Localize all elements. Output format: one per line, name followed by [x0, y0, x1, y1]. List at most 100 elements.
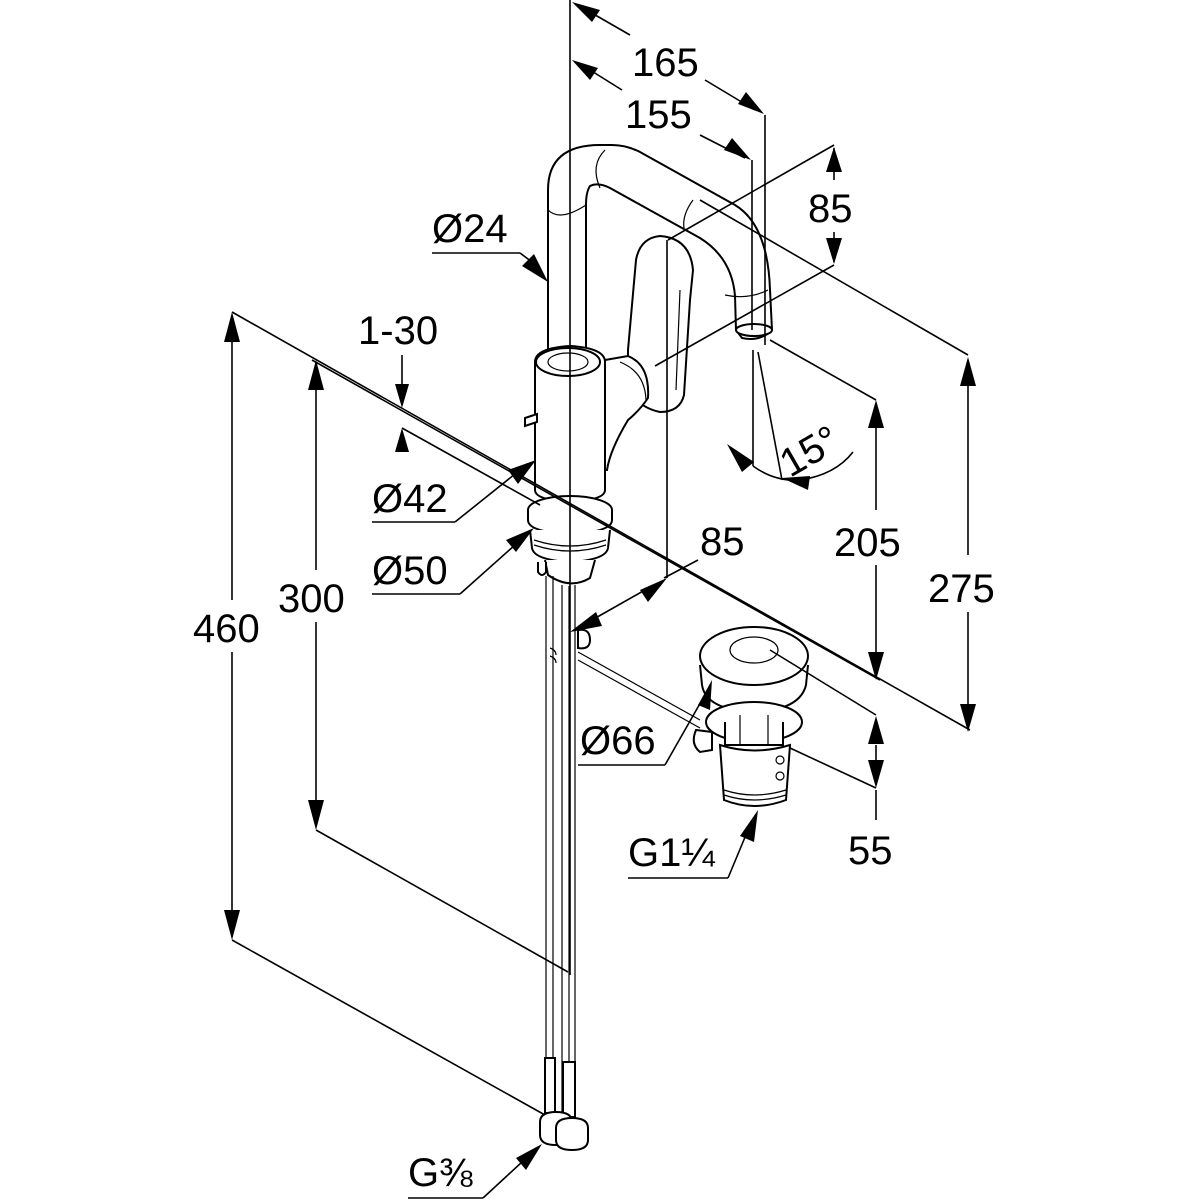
ext-300-top: [311, 359, 881, 681]
leader-66: [664, 699, 703, 766]
arrow-15-a: [727, 444, 754, 472]
aerator: [735, 323, 773, 337]
waste-cage: [724, 722, 784, 746]
waste-screw-2: [775, 771, 785, 781]
label-g114-frac: ¼: [681, 831, 715, 875]
label-d42: Ø42: [372, 477, 448, 521]
ext-55-top: [769, 649, 877, 716]
arrow-155-end: [724, 138, 751, 160]
label-300: 300: [278, 577, 345, 621]
dim-155-a: [589, 69, 623, 91]
label-1-30: 1-30: [358, 309, 438, 353]
label-275: 275: [928, 567, 995, 611]
waste-plug-top: [699, 626, 809, 686]
ext-300-bottom: [315, 829, 569, 973]
arrow-275-down: [960, 704, 976, 732]
hose-fitting-right: [562, 1061, 576, 1118]
label-460: 460: [193, 607, 260, 651]
arrow-165-end: [738, 92, 764, 114]
leader-g38: [482, 1161, 523, 1199]
ext-55-bottom: [789, 747, 877, 789]
spout-seam-2: [595, 149, 606, 189]
ext-15-angled: [757, 351, 783, 481]
hose-clip: [549, 647, 557, 664]
ext-275-top-hidden: [770, 340, 968, 355]
base-pin: [537, 562, 547, 576]
lever-highlight: [675, 289, 681, 391]
label-15-deg: 15°: [773, 417, 847, 485]
ext-85-top-a: [667, 144, 835, 241]
arrow-460-down: [224, 910, 240, 940]
arrow-165-start: [572, 2, 600, 22]
label-85-mid: 85: [700, 520, 745, 564]
dim-85-mid-b: [663, 559, 699, 579]
label-d50: Ø50: [372, 549, 448, 593]
arrow-1-30-down: [395, 384, 409, 408]
arrow-205-down: [868, 652, 884, 680]
label-g114: G1¼: [628, 831, 715, 875]
ext-205-top: [769, 339, 877, 401]
label-g38: G⅜: [408, 1151, 473, 1195]
pop-up-knob: [577, 628, 592, 650]
arrow-42: [508, 460, 536, 484]
housing-rim: [619, 361, 647, 401]
spout-seam: [547, 204, 587, 216]
arrow-50: [506, 528, 534, 552]
label-g38-main: G: [408, 1151, 439, 1195]
arrow-275-up: [960, 357, 976, 386]
label-165: 165: [632, 41, 699, 85]
dim-165-a: [589, 11, 631, 36]
ext-1-30-bottom: [401, 427, 541, 506]
ext-460-top: [231, 311, 971, 731]
spout-seam-3: [683, 199, 694, 229]
ext-275-top: [699, 199, 969, 356]
arrow-85-mid-a: [570, 612, 602, 632]
leader-50: [459, 544, 516, 595]
arrow-300-up: [308, 360, 324, 390]
arrow-15-b: [782, 476, 810, 490]
arrow-55-down: [868, 760, 884, 788]
arrow-24: [522, 254, 548, 282]
spout: [547, 144, 774, 361]
arrow-300-down: [308, 800, 324, 830]
pop-up-rod-a: [577, 651, 701, 721]
ext-85-top-b: [654, 264, 835, 367]
dim-85-mid-a: [591, 589, 646, 621]
arrow-55-up: [868, 716, 884, 744]
arrow-g38: [516, 1144, 542, 1170]
waste-thread: [723, 789, 787, 801]
waste-rod-connector: [692, 728, 713, 754]
ext-460-bottom: [231, 939, 546, 1116]
label-g38-frac: ⅜: [439, 1151, 473, 1195]
arrow-85-top-up: [826, 147, 842, 172]
hose-fitting-left: [544, 1057, 556, 1114]
waste-screw-1: [775, 755, 785, 765]
column-top: [535, 347, 601, 377]
arrow-85-mid-b: [640, 578, 667, 602]
label-g114-main: G1: [628, 831, 681, 875]
label-205: 205: [834, 521, 901, 565]
arrow-85-top-down: [826, 238, 842, 264]
spout-base: [547, 352, 589, 372]
pop-up-waste: [692, 626, 809, 807]
arrow-155-start: [572, 60, 598, 80]
label-55: 55: [848, 829, 893, 873]
arrow-g114: [740, 810, 758, 842]
arrow-66: [698, 680, 712, 710]
label-155: 155: [625, 93, 692, 137]
dimensions: 165 155 85 Ø24 1-30 Ø42: [193, 0, 995, 1199]
pop-up-rod-b: [577, 659, 701, 729]
label-85-top: 85: [808, 187, 853, 231]
label-d24: Ø24: [432, 207, 508, 251]
label-d66: Ø66: [580, 719, 656, 763]
waste-plug-center: [729, 636, 779, 664]
waste-body: [718, 743, 792, 807]
lift-rod: [524, 412, 538, 428]
nut-right: [555, 1116, 589, 1152]
arrow-205-up: [868, 400, 884, 428]
arrow-1-30-up: [395, 428, 409, 452]
leader-42: [454, 473, 516, 523]
cartridge-housing: [604, 354, 650, 471]
